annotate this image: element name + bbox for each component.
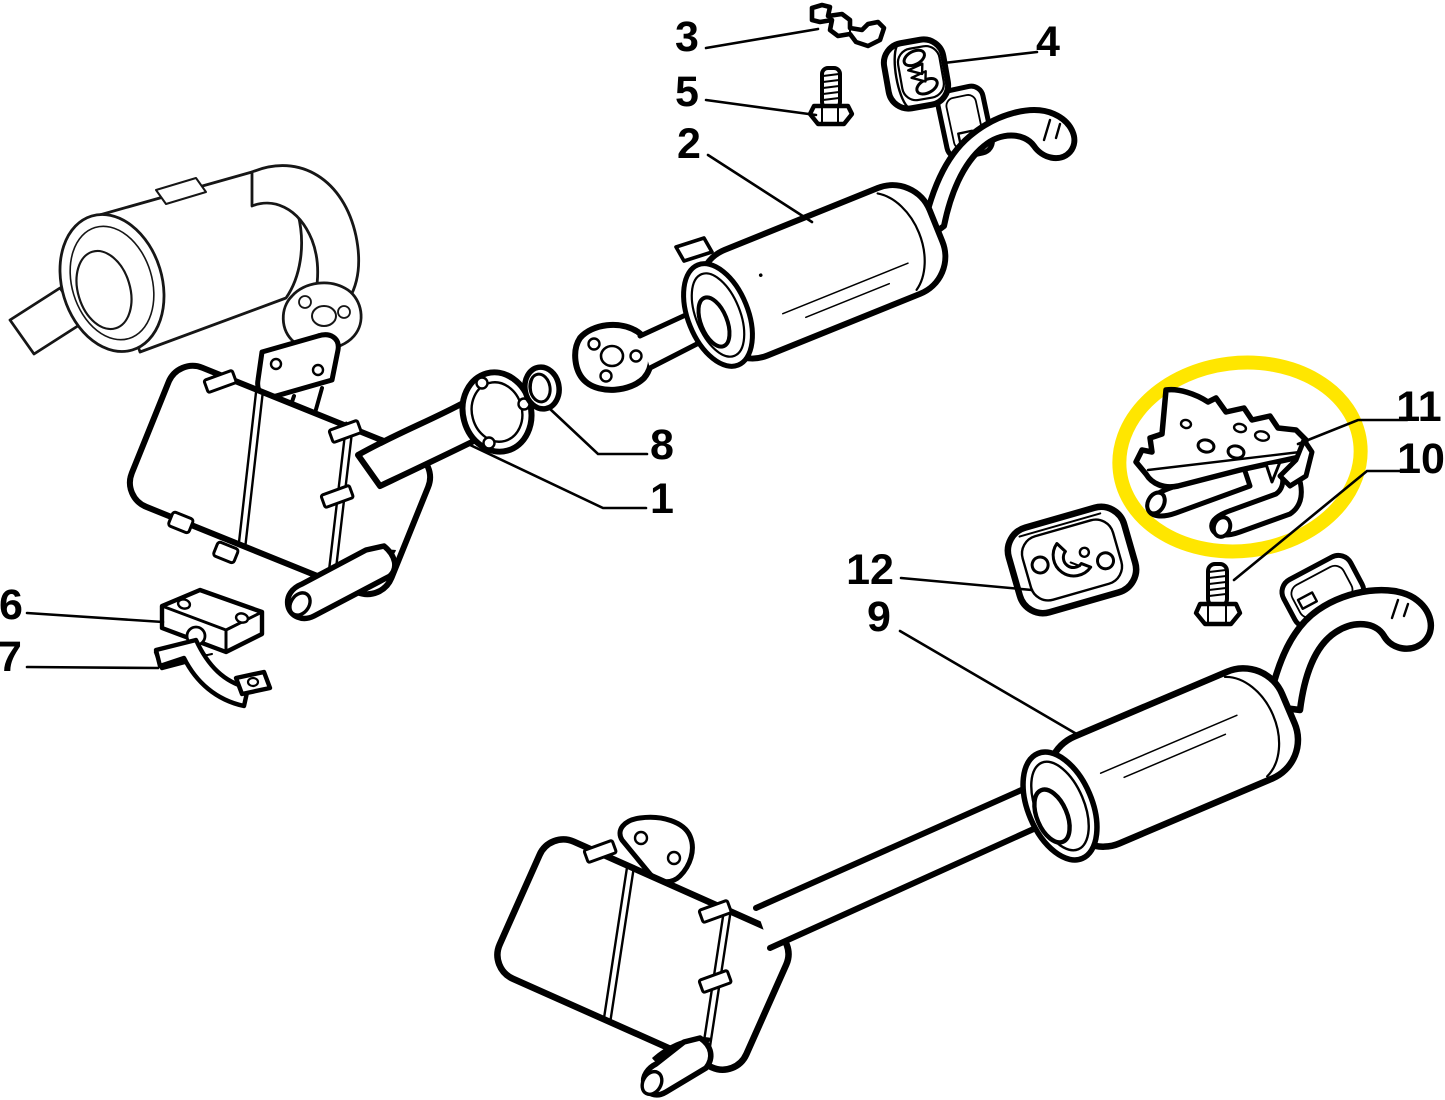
part-9-rear-exhaust-assembly-drawing xyxy=(494,552,1435,1098)
callout-leader-lines xyxy=(25,27,1409,738)
highlight-ellipse xyxy=(1112,355,1368,559)
callout-5-leader xyxy=(704,98,818,117)
callout-10-label: 10 xyxy=(1397,435,1445,483)
callout-labels: 1 2 3 4 5 6 7 8 9 10 11 12 xyxy=(0,13,1445,681)
callout-2-leader xyxy=(706,153,814,224)
callout-1-leader xyxy=(466,442,648,510)
callout-7-leader xyxy=(25,665,160,670)
part-6-clamp-block-drawing xyxy=(159,587,265,657)
ghost-center-silencer-drawing xyxy=(8,164,363,356)
callout-11-leader xyxy=(1296,418,1409,446)
callout-3-label: 3 xyxy=(675,13,699,61)
part-8-sealing-ring-drawing xyxy=(522,364,562,412)
callout-9-label: 9 xyxy=(867,593,891,641)
part-12-rubber-mount-drawing xyxy=(1004,503,1140,617)
callout-4-label: 4 xyxy=(1036,18,1060,66)
part-1-rear-silencer-drawing xyxy=(126,332,535,622)
callout-8-label: 8 xyxy=(650,421,674,469)
callout-4-leader xyxy=(942,50,1039,65)
part-4-rubber-mount-drawing xyxy=(880,36,952,112)
callout-12-label: 12 xyxy=(846,546,894,594)
callout-3-leader xyxy=(704,27,820,50)
callout-1-label: 1 xyxy=(650,475,674,523)
callout-11-label: 11 xyxy=(1396,383,1441,431)
callout-2-label: 2 xyxy=(677,120,701,168)
callout-5-label: 5 xyxy=(675,68,699,116)
part-10-bolt-drawing xyxy=(1193,562,1243,627)
part-11-support-bracket-drawing xyxy=(1133,386,1315,539)
callout-7-label: 7 xyxy=(0,633,22,681)
callout-10-leader xyxy=(1232,469,1409,582)
callout-8-leader xyxy=(547,406,649,456)
callout-9-leader xyxy=(898,629,1082,738)
part-7-clamp-saddle-drawing xyxy=(153,637,273,709)
callout-12-leader xyxy=(899,576,1034,592)
callout-6-label: 6 xyxy=(0,581,23,629)
part-2-center-silencer-drawing xyxy=(572,83,1078,393)
part-3-bracket-strap-drawing xyxy=(809,2,887,49)
callout-6-leader xyxy=(25,611,165,624)
